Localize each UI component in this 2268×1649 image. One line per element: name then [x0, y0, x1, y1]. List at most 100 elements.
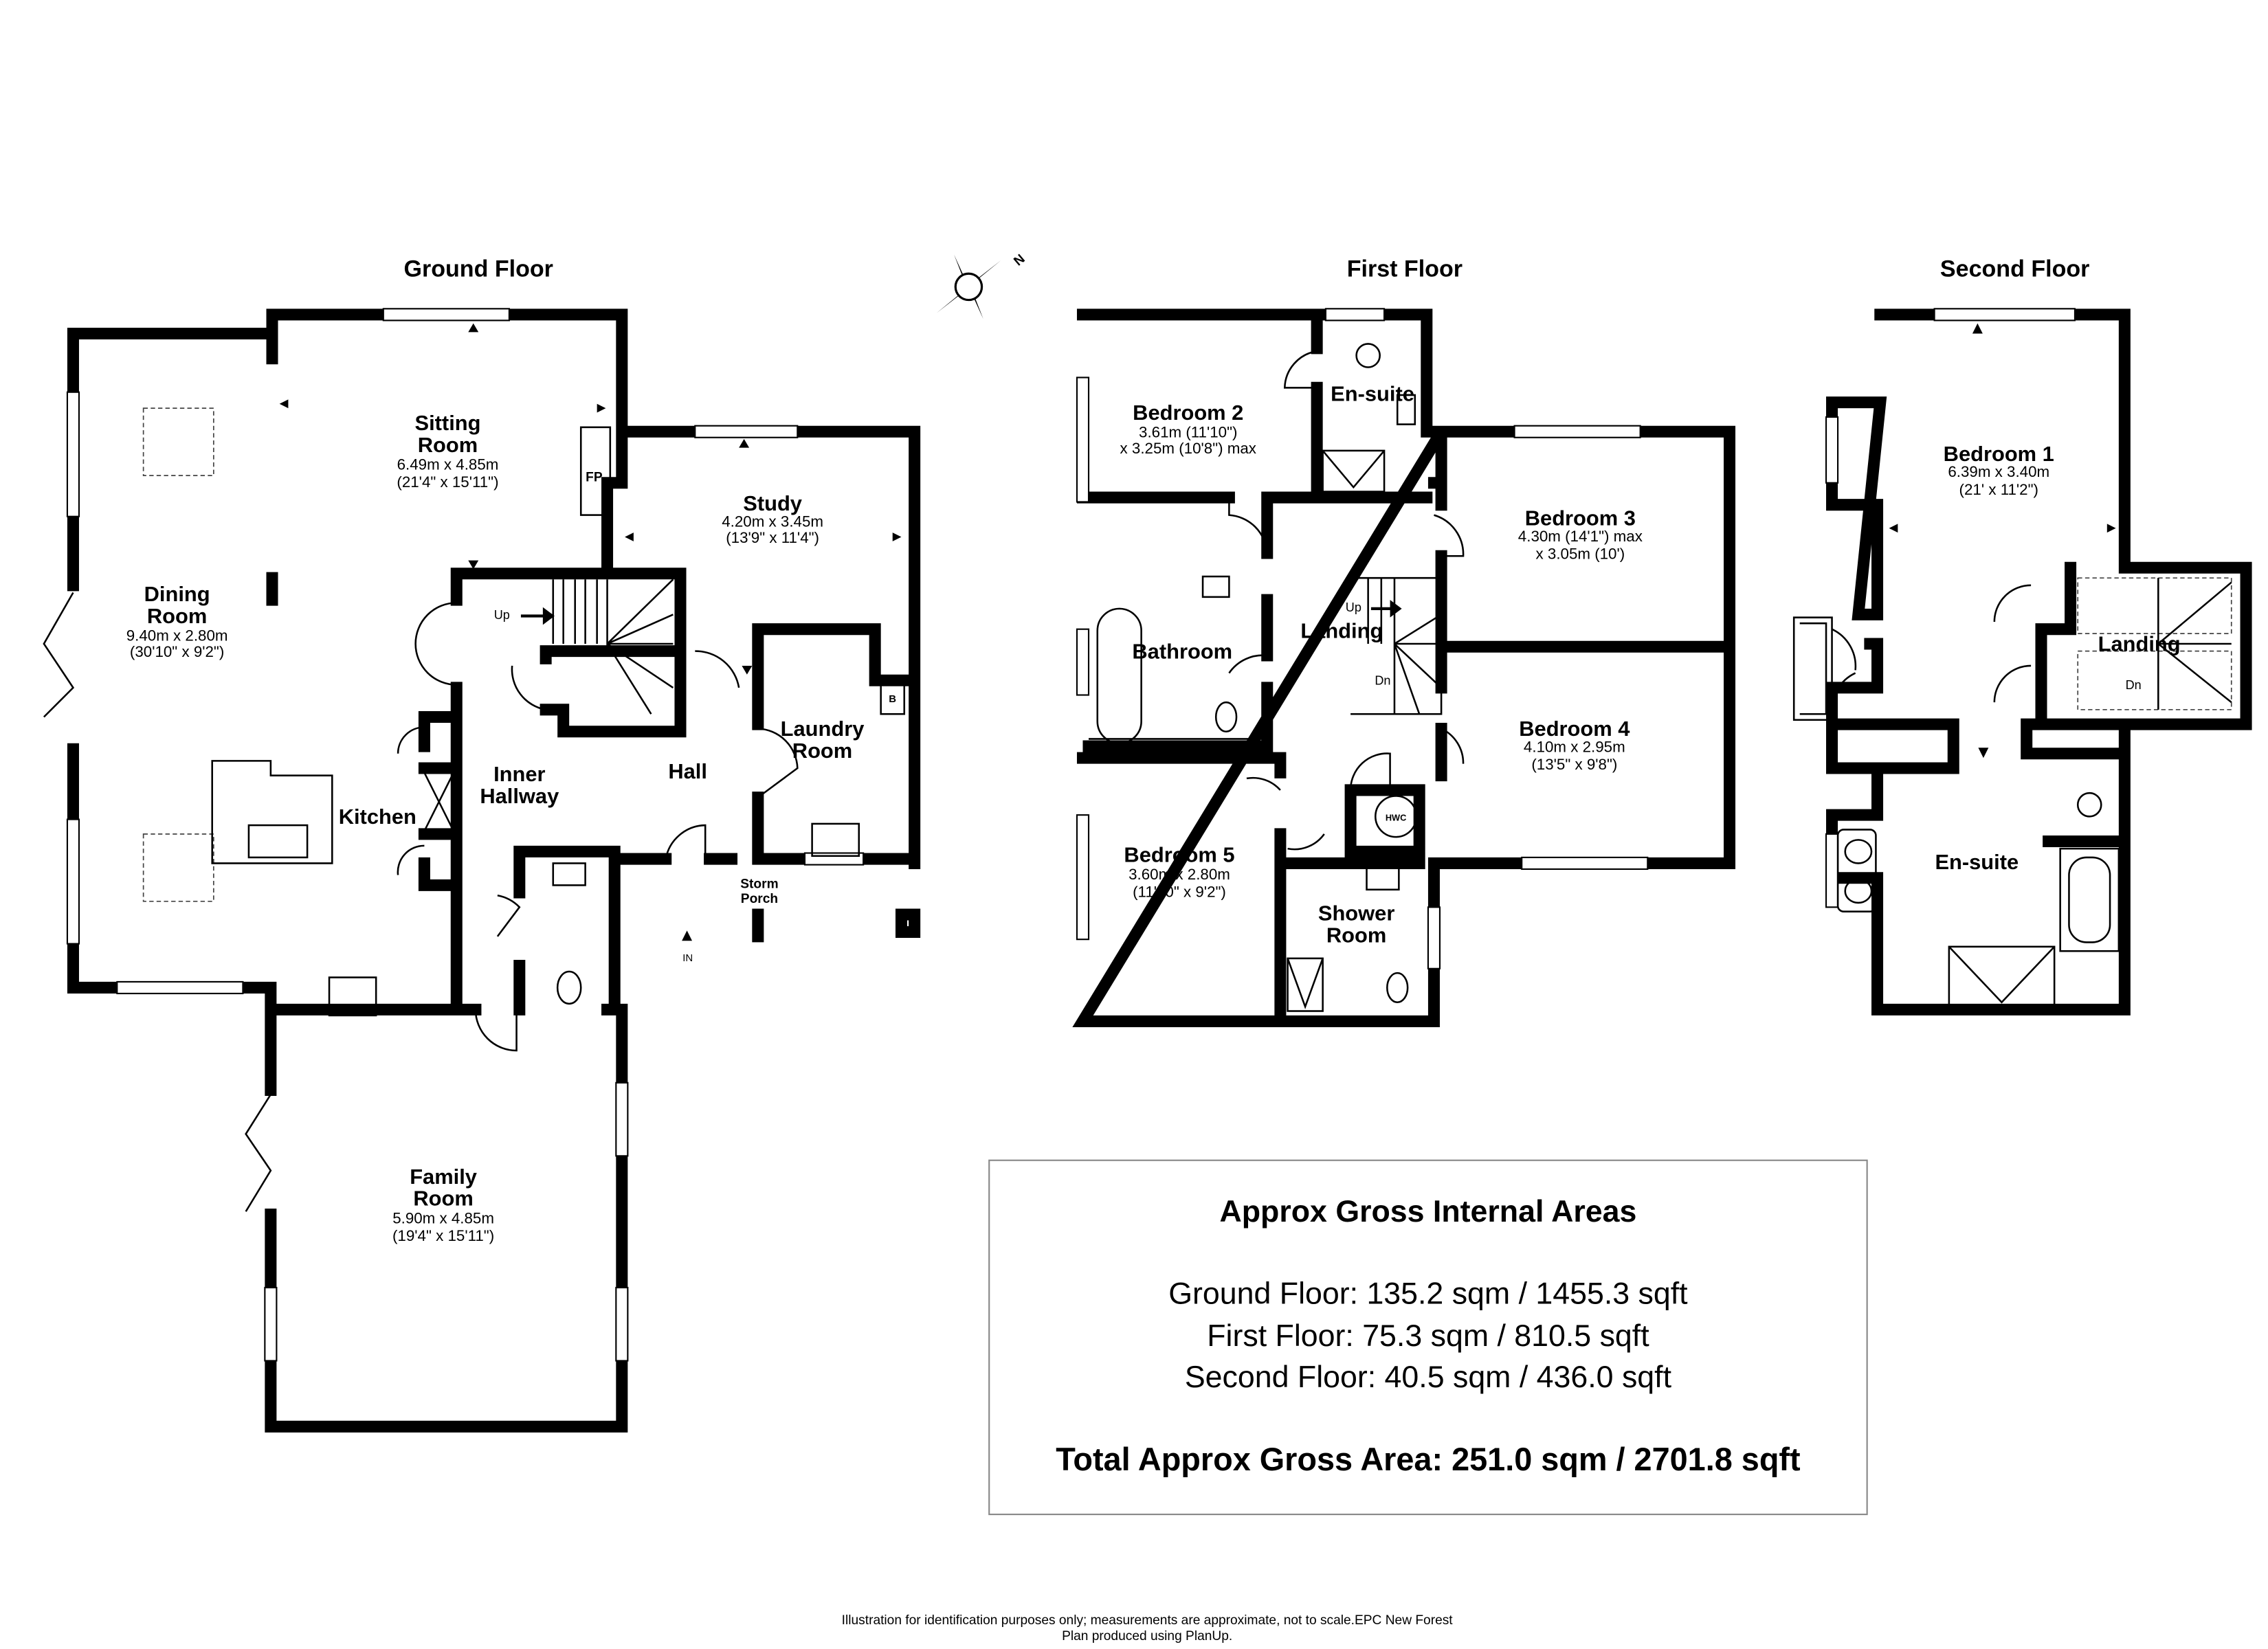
window [615, 1081, 629, 1157]
room-dimensions-metric: 6.49m x 4.85m [397, 456, 499, 473]
stairs-down-label: Dn [1375, 674, 1390, 688]
room-bedroom-5: Bedroom 5 3.60m x 2.80m (11'10" x 9'2") [1124, 842, 1234, 900]
stairs-up-label: Up [494, 608, 510, 622]
room-dimensions-imperial: (30'10" x 9'2") [130, 643, 224, 660]
room-dimensions-imperial: x 3.05m (10') [1536, 545, 1625, 562]
window [803, 852, 865, 866]
stairs-down-label: Dn [2126, 678, 2142, 692]
window [66, 391, 80, 517]
room-name: Room [418, 433, 478, 457]
up-arrow-icon [1370, 600, 1402, 618]
sink-icon [811, 822, 860, 857]
room-family-room: Family Room 5.90m x 4.85m (19'4" x 15'11… [392, 1165, 494, 1244]
plan-credit: Plan produced using PlanUp. [1062, 1629, 1232, 1644]
second-floor-walls [1826, 309, 2252, 1016]
room-dimensions-imperial: (13'9" x 11'4") [726, 529, 819, 546]
first-floor-plan: First Floor Up Dn HWC Bedroom 2 3.61m (1… [1072, 256, 1736, 1027]
room-dimensions-imperial: (21'4" x 15'11") [397, 473, 498, 491]
room-bedroom-2: Bedroom 2 3.61m (11'10") x 3.25m (10'8")… [1120, 401, 1256, 457]
boiler-cupboard [880, 681, 906, 715]
fireplace-label: FP [586, 471, 603, 485]
room-dimensions-metric: 3.61m (11'10") [1139, 424, 1237, 441]
room-sitting-room: Sitting Room 6.49m x 4.85m (21'4" x 15'1… [397, 411, 498, 491]
room-name: Room [147, 604, 207, 628]
window [1513, 425, 1641, 438]
room-name: Inner [493, 762, 545, 786]
room-name: Bedroom 5 [1124, 842, 1234, 866]
window [382, 308, 510, 322]
stairs-up-label: Up [1346, 601, 1361, 614]
window [1076, 628, 1090, 696]
window [1076, 814, 1090, 941]
room-landing: Landing [1300, 618, 1383, 642]
fixtures [1089, 343, 1465, 1012]
room-bedroom-1: Bedroom 1 6.39m x 3.40m (21' x 11'2") [1944, 442, 2054, 498]
room-bedroom-4: Bedroom 4 4.10m x 2.95m (13'5" x 9'8") [1519, 717, 1630, 773]
entrance-label: IN [682, 953, 693, 964]
room-dimensions-metric: 9.40m x 2.80m [126, 627, 228, 644]
room-dining-room: Dining Room 9.40m x 2.80m (30'10" x 9'2"… [126, 582, 228, 660]
area-ground-floor: Ground Floor: 135.2 sqm / 1455.3 sqft [1168, 1277, 1688, 1310]
second-floor-plan: Second Floor Bedroom 1 6.39m x 3.40m (21… [1792, 256, 2252, 1016]
room-study: Study 4.20m x 3.45m (13'9" x 11'4") [722, 491, 823, 546]
window [1076, 377, 1090, 503]
window [264, 1286, 278, 1362]
room-name: Bedroom 1 [1944, 442, 2054, 466]
areas-title: Approx Gross Internal Areas [1219, 1195, 1636, 1229]
room-hall: Hall [668, 759, 707, 783]
room-bedroom-3: Bedroom 3 4.30m (14'1") max x 3.05m (10'… [1518, 506, 1643, 563]
room-kitchen: Kitchen [339, 805, 416, 829]
basin-icon [552, 862, 586, 886]
window [66, 818, 80, 945]
room-name: Room [1326, 923, 1386, 947]
sink-icon [247, 824, 309, 859]
room-name: Storm [740, 877, 778, 892]
room-name: Family [410, 1165, 477, 1189]
room-shower-room: Shower Room [1318, 901, 1394, 947]
room-name: Laundry [781, 717, 865, 741]
window [116, 980, 244, 995]
area-total: Total Approx Gross Area: 251.0 sqm / 270… [1056, 1442, 1801, 1477]
window [1521, 856, 1649, 871]
room-dimensions-metric: 4.30m (14'1") max [1518, 528, 1643, 545]
fireplace [579, 426, 612, 516]
toilet-icon [556, 970, 582, 1005]
area-first-floor: First Floor: 75.3 sqm / 810.5 sqft [1207, 1319, 1649, 1353]
up-arrow-icon [520, 607, 555, 625]
skylight [142, 833, 214, 902]
room-name: Sitting [414, 411, 480, 435]
room-name: Room [413, 1187, 473, 1211]
room-en-suite: En-suite [1935, 850, 2019, 874]
room-dimensions-metric: 5.90m x 4.85m [392, 1209, 494, 1226]
area-second-floor: Second Floor: 40.5 sqm / 436.0 sqft [1185, 1360, 1672, 1394]
room-inner-hallway: Inner Hallway [480, 762, 559, 808]
room-name: Bedroom 2 [1133, 401, 1243, 425]
dimension-markers [1889, 323, 2116, 759]
doors [397, 602, 799, 1052]
fixtures [1792, 577, 2232, 1007]
room-dimensions-metric: 6.39m x 3.40m [1948, 463, 2049, 480]
staircase [552, 579, 674, 715]
room-dimensions-metric: 4.10m x 2.95m [1524, 739, 1625, 756]
room-name: Room [792, 739, 852, 763]
second-floor-title: Second Floor [1940, 256, 2090, 282]
hwc-label: HWC [1386, 813, 1406, 823]
room-bathroom: Bathroom [1132, 639, 1232, 663]
room-name: Porch [741, 892, 778, 906]
boiler-label: B [889, 694, 896, 705]
bifold-door [43, 592, 75, 718]
room-dimensions-imperial: (21' x 11'2") [1959, 481, 2038, 498]
window [615, 1286, 629, 1362]
skylight [142, 407, 214, 476]
room-dimensions-imperial: (11'10" x 9'2") [1133, 883, 1226, 900]
room-storm-porch: Storm Porch [740, 877, 778, 906]
room-name: Dining [144, 582, 210, 606]
window [694, 425, 799, 438]
room-name: Bedroom 4 [1519, 717, 1630, 741]
window [1825, 416, 1839, 484]
room-en-suite: En-suite [1331, 381, 1414, 405]
disclaimer: Illustration for identification purposes… [842, 1613, 1454, 1628]
room-dimensions-imperial: x 3.25m (10'8") max [1120, 440, 1256, 457]
kitchen-island [211, 760, 333, 864]
bifold-door [245, 1094, 272, 1212]
